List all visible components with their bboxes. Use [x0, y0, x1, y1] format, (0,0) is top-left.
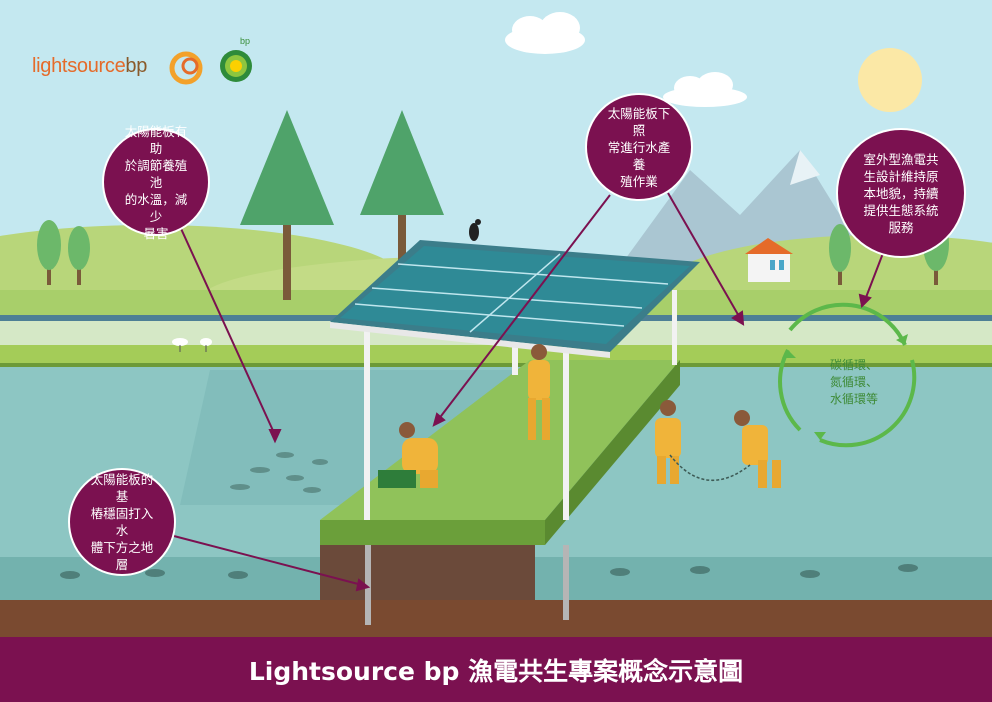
tree: [37, 220, 61, 285]
embankment: [0, 345, 992, 363]
callout-pile-foundation: 太陽能板的基 樁穩固打入水 體下方之地層: [68, 468, 176, 576]
cloud-icon: [663, 72, 747, 107]
soil: [0, 600, 992, 637]
bp-helios-icon: [220, 50, 252, 82]
tree: [240, 110, 334, 300]
post: [672, 290, 677, 365]
logo-suffix: bp: [125, 55, 148, 77]
house-icon: [745, 238, 793, 282]
worker-figure: [378, 422, 438, 488]
tree: [360, 110, 444, 290]
callout-water-temperature: 太陽能板有助 於調節養殖池 的水溫，減少 暑害: [102, 124, 210, 241]
tree: [829, 224, 851, 285]
worker-figure: [734, 410, 781, 488]
worker-figure: [655, 400, 681, 484]
fish-icon: [230, 452, 328, 493]
post: [563, 340, 569, 520]
sun-icon: [858, 48, 922, 112]
lightsource-logo: lightsourcebp: [32, 55, 148, 77]
bp-logo-label: bp: [240, 36, 251, 46]
worker-figure: [528, 344, 550, 440]
bird-icon: [469, 219, 481, 241]
nutrient-cycle-icon: [778, 302, 917, 448]
solar-panel-icon: [330, 240, 700, 358]
fishing-net: [669, 454, 751, 482]
post: [364, 330, 370, 520]
cloud-icon: [505, 12, 585, 54]
callout-aquaculture: 太陽能板下照 常進行水產養 殖作業: [585, 93, 693, 201]
tree: [68, 226, 90, 285]
egret-icon: [200, 338, 212, 352]
callout-ecosystem-services: 室外型漁電共 生設計維持原 本地貌，持續 提供生態系統 服務: [836, 128, 966, 258]
footer-banner: Lightsource bp 漁電共生專案概念示意圖: [0, 637, 992, 702]
nutrient-cycle-label: 碳循環、 氮循環、 水循環等: [829, 358, 878, 406]
footer-title: Lightsource bp 漁電共生專案概念示意圖: [248, 656, 744, 686]
lightsource-swirl-icon: [169, 51, 203, 85]
egret-icon: [172, 338, 188, 352]
